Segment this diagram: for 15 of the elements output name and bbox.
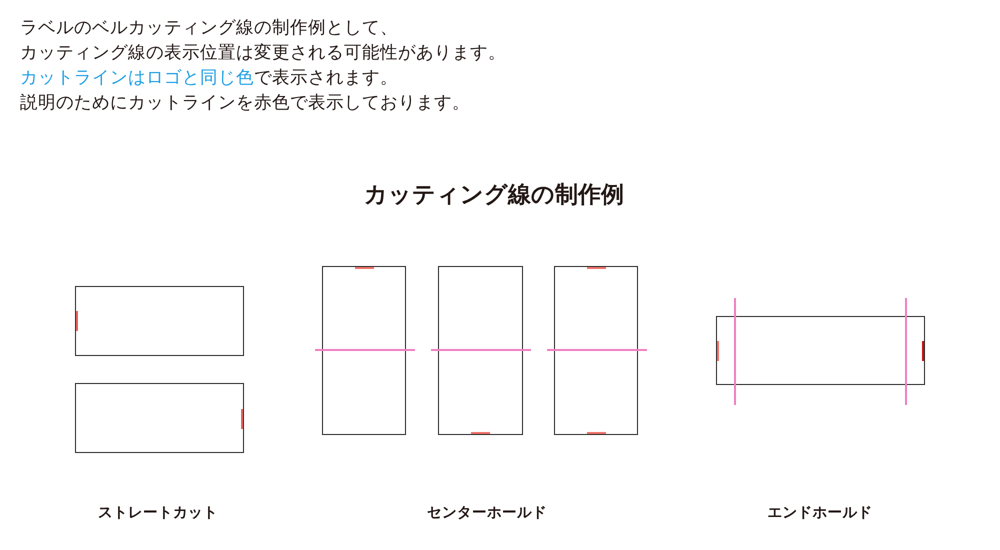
intro-text: カッティング線の表示位置は変更される可能性があります。: [20, 42, 506, 64]
highlighted-text: カットラインはロゴと同じ色: [20, 67, 254, 89]
intro-text: で表示されます。: [254, 67, 398, 89]
intro-text: 説明のためにカットラインを赤色で表示しております。: [20, 92, 470, 114]
group-caption: ストレートカット: [98, 504, 218, 522]
label-box: [322, 266, 406, 435]
label-box: [75, 383, 244, 453]
group-caption: エンドホールド: [768, 504, 872, 522]
label-box: [554, 266, 638, 435]
intro-text: ラベルのベルカッティング線の制作例として、: [20, 17, 398, 39]
label-box: [438, 266, 523, 435]
label-box: [716, 316, 925, 385]
group-caption: センターホールド: [427, 504, 547, 522]
diagram-title: カッティング線の制作例: [364, 181, 624, 209]
label-box: [75, 286, 244, 356]
